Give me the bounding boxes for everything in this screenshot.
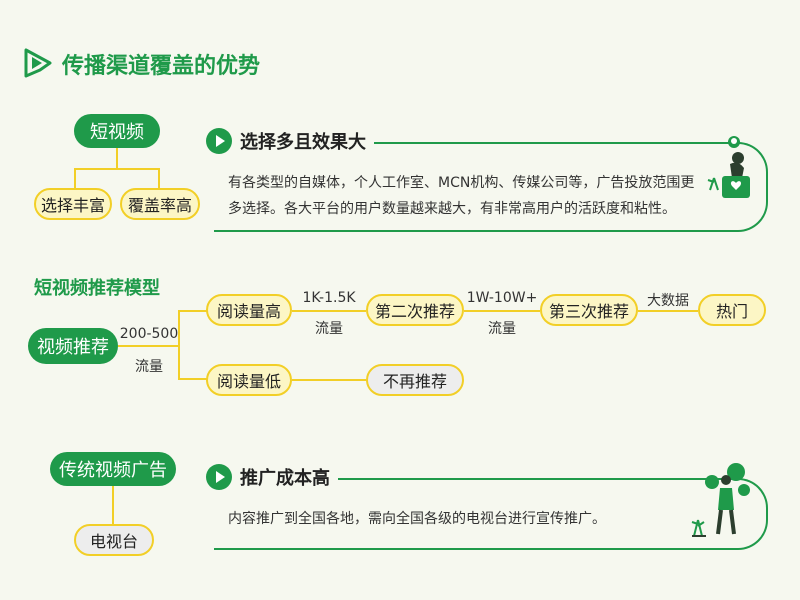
connector <box>112 486 114 524</box>
connector <box>74 168 160 170</box>
connector <box>292 310 366 312</box>
label-1k-1.5k: 1K-1.5K <box>302 290 356 306</box>
label-flow-1: 流量 <box>135 359 163 375</box>
node-third-recommend: 第三次推荐 <box>540 294 638 326</box>
man-money-illustration-icon <box>688 460 764 540</box>
node-video-recommend: 视频推荐 <box>28 328 118 364</box>
node-hot: 热门 <box>698 294 766 326</box>
card-choice-effect <box>214 142 768 232</box>
node-high-reads: 阅读量高 <box>206 294 292 326</box>
node-second-recommend: 第二次推荐 <box>366 294 464 326</box>
label-flow-3: 流量 <box>488 321 516 337</box>
card-high-cost-text: 内容推广到全国各地，需向全国各级的电视台进行宣传推广。 <box>228 511 606 527</box>
connector <box>292 379 366 381</box>
page-title: 传播渠道覆盖的优势 <box>62 54 261 79</box>
label-big-data: 大数据 <box>647 293 689 309</box>
node-no-more-recommend: 不再推荐 <box>366 364 464 396</box>
card-choice-effect-header: 选择多且效果大 <box>206 128 374 154</box>
node-short-video: 短视频 <box>74 114 160 148</box>
connector <box>464 310 540 312</box>
node-tv-station: 电视台 <box>74 524 154 556</box>
card-high-cost <box>214 478 768 550</box>
play-circle-icon <box>206 464 232 490</box>
play-circle-icon <box>206 128 232 154</box>
connector <box>116 148 118 170</box>
node-low-reads: 阅读量低 <box>206 364 292 396</box>
card-choice-effect-text: 有各类型的自媒体，个人工作室、MCN机构、传媒公司等，广告投放范围更多选择。各大… <box>228 175 695 217</box>
connector <box>118 345 180 347</box>
label-flow-2: 流量 <box>315 321 343 337</box>
card-choice-effect-title: 选择多且效果大 <box>240 132 366 153</box>
woman-heart-illustration-icon <box>704 134 764 204</box>
connector <box>178 378 208 380</box>
card-high-cost-title: 推广成本高 <box>240 468 330 489</box>
connector <box>74 168 76 188</box>
connector <box>178 310 208 312</box>
connector <box>638 310 698 312</box>
title-play-icon <box>20 46 54 80</box>
node-high-coverage: 覆盖率高 <box>120 188 200 220</box>
connector <box>178 310 180 380</box>
card-high-cost-header: 推广成本高 <box>206 464 338 490</box>
label-200-500: 200-500 <box>119 326 179 342</box>
connector <box>158 168 160 188</box>
node-rich-choice: 选择丰富 <box>34 188 112 220</box>
node-traditional-ads: 传统视频广告 <box>50 452 176 486</box>
label-1w-10w: 1W-10W+ <box>466 290 538 306</box>
section-title-model: 短视频推荐模型 <box>34 278 160 299</box>
